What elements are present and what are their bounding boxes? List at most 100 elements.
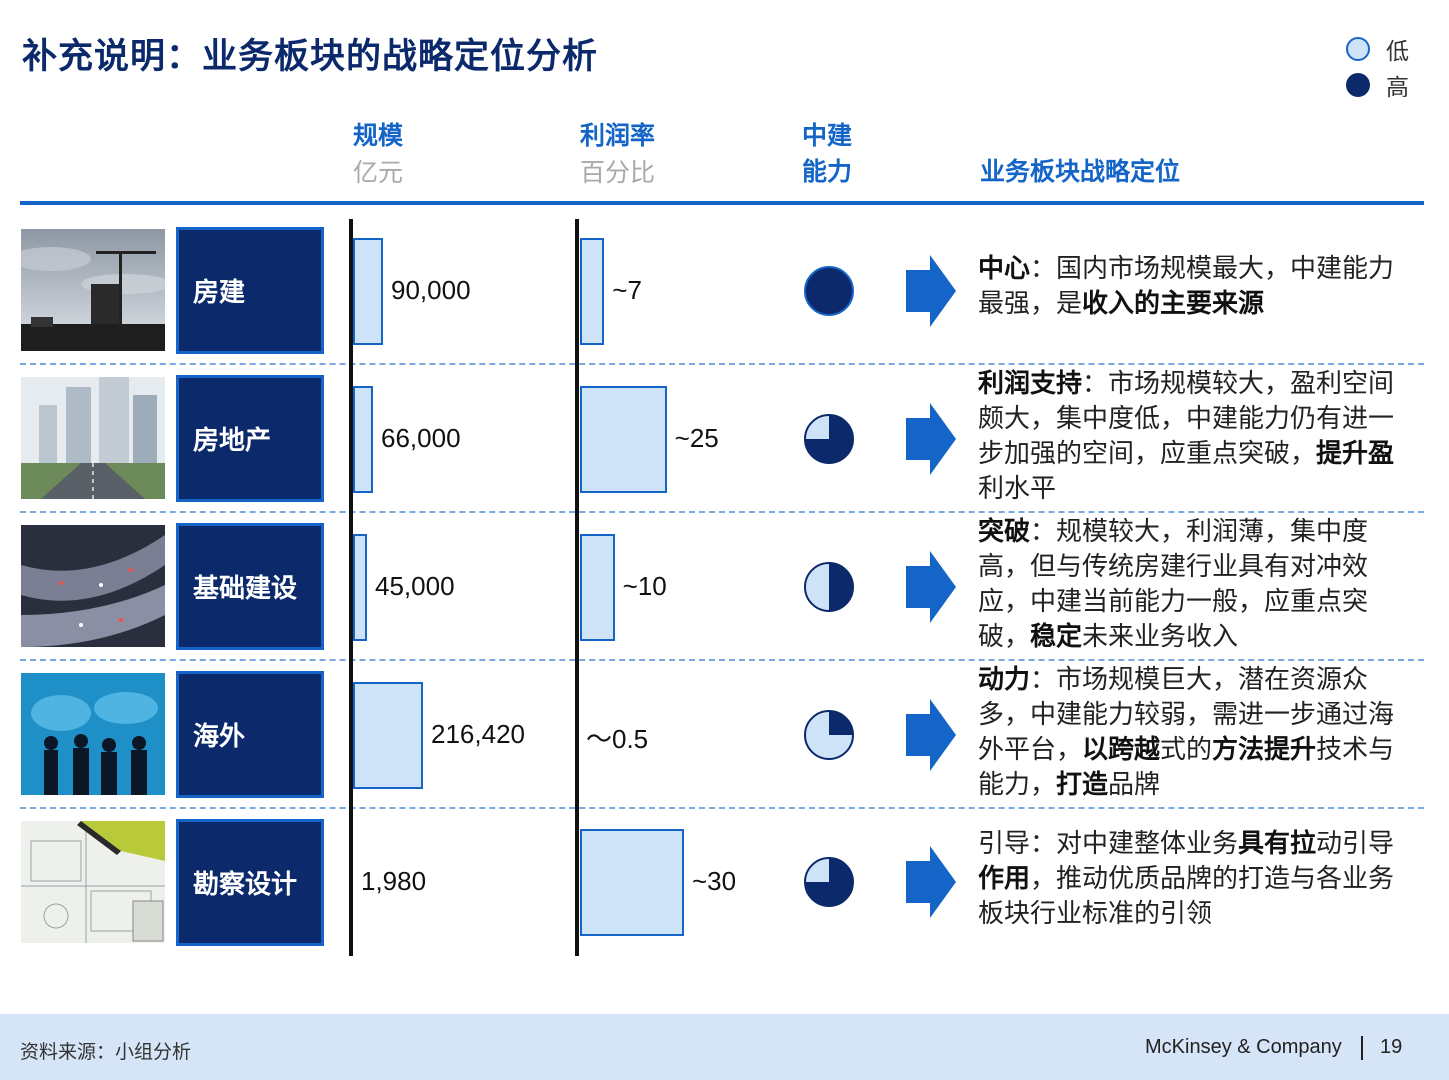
arrow-right-icon: [906, 699, 956, 771]
column-header-capability: 中建 能力: [802, 118, 852, 190]
margin-bar: [580, 386, 667, 493]
page-title: 补充说明：业务板块的战略定位分析: [22, 37, 599, 77]
positioning-description: 引导：对中建整体业务具有拉动引导作用，推动优质品牌的打造与各业务板块行业标准的引…: [978, 827, 1408, 932]
footer-bar: [0, 1014, 1449, 1080]
scale-bar: [353, 682, 423, 789]
segment-name: 基础建设: [193, 574, 298, 604]
construction-crane-photo: [21, 229, 165, 351]
segment-label-design: 勘察设计: [176, 819, 324, 946]
scale-bar: [353, 534, 367, 641]
row-divider: [20, 659, 1424, 661]
scale-header-label: 规模: [353, 121, 404, 150]
capability-harvey-ball: [804, 857, 854, 907]
description-emphasis: 利润支持: [978, 369, 1083, 399]
margin-bar: [580, 534, 615, 641]
blueprint-drawing-photo: [21, 821, 165, 943]
description-text: 未来业务收入: [1082, 622, 1239, 652]
legend: 低 高: [1346, 32, 1409, 102]
footer-company: McKinsey & Company: [1145, 1036, 1342, 1058]
margin-value-label: ~10: [622, 571, 667, 601]
column-header-scale: 规模 亿元: [353, 118, 403, 192]
legend-low-dot: [1346, 37, 1370, 61]
scale-value-label: 66,000: [381, 423, 461, 453]
row-divider: [20, 511, 1424, 513]
segment-label-overseas: 海外: [176, 671, 324, 798]
description-text: ：国内市场规模最大，中建能力最强，是: [978, 254, 1395, 319]
description-text: ：市场规模较大，盈利空间颇大，集中度低，中建能力仍有进一步加强的空间，应重点突破…: [978, 369, 1395, 469]
footer-source: 资料来源：小组分析: [20, 1041, 192, 1063]
description-text: ：市场规模巨大，潜在资源众多，中建能力较弱，需进一步通过海外平台，: [978, 665, 1395, 765]
description-emphasis: 稳定: [1030, 622, 1083, 652]
row-divider: [20, 363, 1424, 365]
arrow-right-icon: [906, 846, 956, 918]
description-emphasis: 突破: [978, 517, 1031, 547]
margin-header-unit: 百分比: [580, 158, 656, 187]
description-text: 利水平: [978, 474, 1057, 504]
description-emphasis: 提升盈: [1316, 439, 1395, 469]
description-text: 动引导: [1316, 829, 1395, 859]
margin-value-label: ～0.5: [586, 724, 649, 754]
segment-name: 房地产: [193, 426, 272, 456]
description-text: ：规模较大，利润薄，集中度高，但与传统房建行业具有对冲效应，中建当前能力一般，应…: [978, 517, 1369, 652]
positioning-description: 突破：规模较大，利润薄，集中度高，但与传统房建行业具有对冲效应，中建当前能力一般…: [978, 515, 1408, 655]
segment-label-building: 房建: [176, 227, 324, 354]
description-emphasis: 方法提升: [1212, 735, 1317, 765]
scale-bar: [353, 386, 373, 493]
description-text: ，推动优质品牌的打造与各业务板块行业标准的引领: [978, 864, 1395, 929]
description-text: 品牌: [1108, 770, 1161, 800]
column-header-margin: 利润率 百分比: [580, 118, 655, 192]
segment-label-real-estate: 房地产: [176, 375, 324, 502]
capability-harvey-ball: [804, 266, 854, 316]
margin-axis-line: [575, 219, 579, 956]
legend-high-label: 高: [1386, 75, 1409, 101]
legend-low: 低: [1346, 32, 1409, 66]
capability-harvey-ball: [804, 710, 854, 760]
city-highway-photo: [21, 377, 165, 499]
margin-bar: [580, 829, 684, 936]
scale-value-label: 45,000: [375, 571, 455, 601]
margin-bar: [580, 238, 605, 345]
description-emphasis: 收入的主要来源: [1082, 289, 1265, 319]
description-text: 式的: [1160, 735, 1213, 765]
capability-header-line2: 能力: [802, 157, 853, 186]
description-text: 引导：对中建整体业务: [978, 829, 1239, 859]
scale-header-unit: 亿元: [353, 158, 404, 187]
margin-value-label: ~30: [692, 866, 737, 896]
legend-low-label: 低: [1386, 39, 1409, 65]
segment-name: 勘察设计: [193, 870, 298, 900]
description-text: 技术与能力，: [978, 735, 1395, 800]
header-rule: [20, 201, 1424, 205]
capability-header-line1: 中建: [802, 121, 853, 150]
footer-page-number: 19: [1380, 1036, 1403, 1058]
margin-header-label: 利润率: [580, 121, 656, 150]
segment-label-infrastructure: 基础建设: [176, 523, 324, 650]
description-emphasis: 动力: [978, 665, 1031, 695]
footer-separator: [1361, 1036, 1363, 1060]
row-divider: [20, 807, 1424, 809]
margin-value-label: ~7: [612, 275, 642, 305]
description-emphasis: 中心: [978, 254, 1031, 284]
arrow-right-icon: [906, 551, 956, 623]
segment-name: 房建: [193, 278, 246, 308]
positioning-description: 中心：国内市场规模最大，中建能力最强，是收入的主要来源: [978, 252, 1408, 322]
description-emphasis: 具有拉: [1238, 829, 1317, 859]
positioning-description: 动力：市场规模巨大，潜在资源众多，中建能力较弱，需进一步通过海外平台，以跨越式的…: [978, 663, 1408, 803]
positioning-description: 利润支持：市场规模较大，盈利空间颇大，集中度低，中建能力仍有进一步加强的空间，应…: [978, 367, 1408, 507]
description-emphasis: 打造: [1056, 770, 1109, 800]
scale-value-label: 90,000: [391, 275, 471, 305]
world-map-people-photo: [21, 673, 165, 795]
description-emphasis: 以跨越: [1082, 735, 1161, 765]
legend-high-dot: [1346, 73, 1370, 97]
arrow-right-icon: [906, 255, 956, 327]
arrow-right-icon: [906, 403, 956, 475]
highway-traffic-photo: [21, 525, 165, 647]
description-emphasis: 作用: [978, 864, 1031, 894]
scale-bar: [353, 238, 383, 345]
capability-harvey-ball: [804, 562, 854, 612]
capability-harvey-ball: [804, 414, 854, 464]
scale-axis-line: [349, 219, 353, 956]
scale-value-label: 216,420: [431, 719, 525, 749]
legend-high: 高: [1346, 68, 1409, 102]
scale-value-label: 1,980: [361, 866, 427, 896]
margin-value-label: ~25: [674, 423, 719, 453]
